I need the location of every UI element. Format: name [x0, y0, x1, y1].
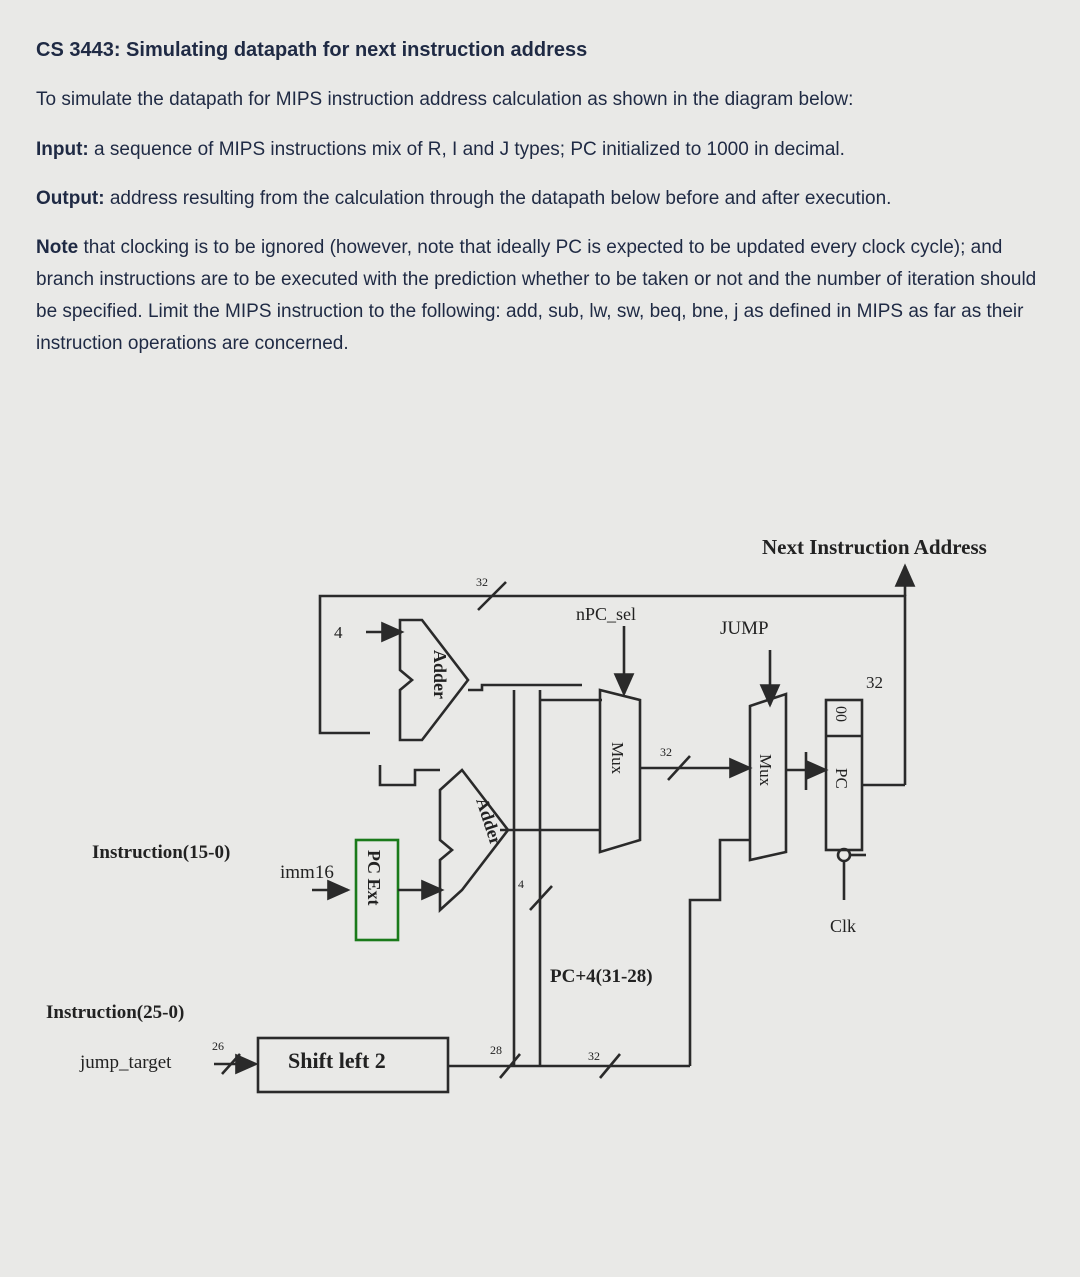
mux-left [598, 688, 642, 854]
width-28: 28 [490, 1043, 502, 1057]
npc-sel-label: nPC_sel [576, 604, 636, 624]
width-tick [599, 1053, 621, 1079]
width-tick [221, 1053, 241, 1075]
width-tick [477, 581, 507, 611]
pc4-to-adder [378, 765, 440, 787]
mux-right-label: Mux [756, 754, 775, 787]
output-line: Output: address resulting from the calcu… [36, 183, 1051, 215]
jump-label: JUMP [720, 618, 769, 639]
constant-four: 4 [334, 623, 343, 642]
pc4-31-28-label: PC+4(31-28) [550, 966, 653, 987]
jump-target-label: jump_target [79, 1052, 172, 1073]
instruction-15-0-label: Instruction(15-0) [92, 842, 230, 863]
width-32-bottom: 32 [588, 1049, 600, 1063]
width-tick [529, 885, 553, 911]
note-paragraph: Note that clocking is to be ignored (how… [36, 232, 1051, 360]
instruction-25-0-label: Instruction(25-0) [46, 1002, 184, 1023]
output-label: Output: [36, 188, 105, 209]
adder-top [398, 618, 470, 742]
width-4: 4 [518, 877, 524, 891]
clk-label: Clk [830, 916, 856, 936]
width-tick [667, 755, 691, 781]
output-text: address resulting from the calculation t… [104, 188, 892, 209]
intro-line: To simulate the datapath for MIPS instru… [36, 89, 854, 110]
adder-top-label: Adder [430, 650, 450, 699]
input-label: Input: [36, 139, 89, 160]
width-26: 26 [212, 1039, 224, 1053]
adder-bottom [438, 768, 510, 913]
mux-left-label: Mux [608, 742, 627, 775]
document-title: CS 3443: Simulating datapath for next in… [36, 39, 588, 61]
width-32-mux: 32 [660, 745, 672, 759]
pc-00-label: 00 [832, 706, 849, 722]
note-label: Note [36, 237, 79, 258]
width-32-top: 32 [476, 575, 488, 589]
width-tick [499, 1053, 521, 1079]
pc-label: PC [832, 768, 851, 789]
feedback-wire [318, 594, 907, 785]
pc4-wire [468, 683, 582, 692]
width-32-pc: 32 [866, 673, 883, 692]
jump-path-wire [688, 838, 750, 1066]
input-line: Input: a sequence of MIPS instructions m… [36, 134, 1051, 166]
shift-left-2-label: Shift left 2 [288, 1048, 386, 1073]
note-text: that clocking is to be ignored (however,… [36, 237, 1037, 354]
input-text: a sequence of MIPS instructions mix of R… [88, 139, 845, 160]
imm16-label: imm16 [280, 862, 334, 883]
next-instruction-address-label: Next Instruction Address [762, 535, 987, 559]
pc-ext-label: PC Ext [364, 850, 384, 906]
